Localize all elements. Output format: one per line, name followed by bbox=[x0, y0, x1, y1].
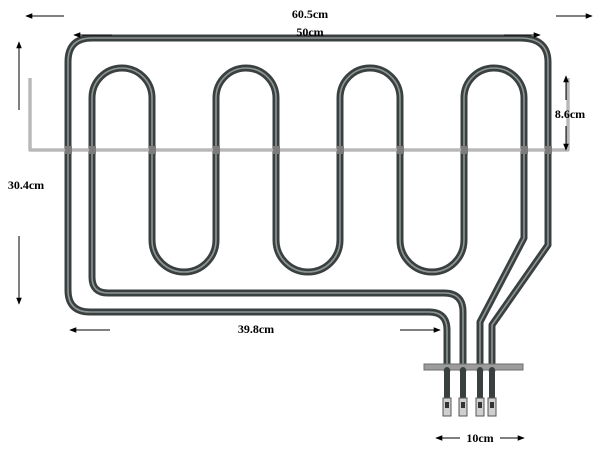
outer-tube bbox=[64, 34, 552, 374]
support-bracket bbox=[28, 78, 570, 154]
inner-serpentine-tube bbox=[88, 64, 528, 374]
lower-width-label: 39.8cm bbox=[238, 322, 274, 336]
overall-height-label: 30.4cm bbox=[8, 178, 44, 192]
inner-width-dimension: 50cm bbox=[73, 25, 541, 39]
terminal-spacing-label: 10cm bbox=[466, 431, 493, 445]
inner-width-label: 50cm bbox=[296, 25, 323, 39]
terminal-plate bbox=[423, 363, 524, 371]
lower-width-dimension: 39.8cm bbox=[69, 322, 441, 336]
heating-element bbox=[28, 34, 570, 417]
bracket-height-dimension: 8.6cm bbox=[555, 75, 585, 151]
overall-height-dimension: 30.4cm bbox=[8, 41, 44, 305]
terminal-spacing-dimension: 10cm bbox=[435, 431, 525, 445]
overall-width-label: 60.5cm bbox=[292, 7, 328, 21]
terminal-connectors bbox=[442, 367, 497, 417]
dimension-annotations: 60.5cm 50cm 30.4cm 8.6cm 39.8cm bbox=[8, 7, 593, 445]
overall-width-dimension: 60.5cm bbox=[25, 7, 593, 21]
bracket-height-label: 8.6cm bbox=[555, 107, 585, 121]
